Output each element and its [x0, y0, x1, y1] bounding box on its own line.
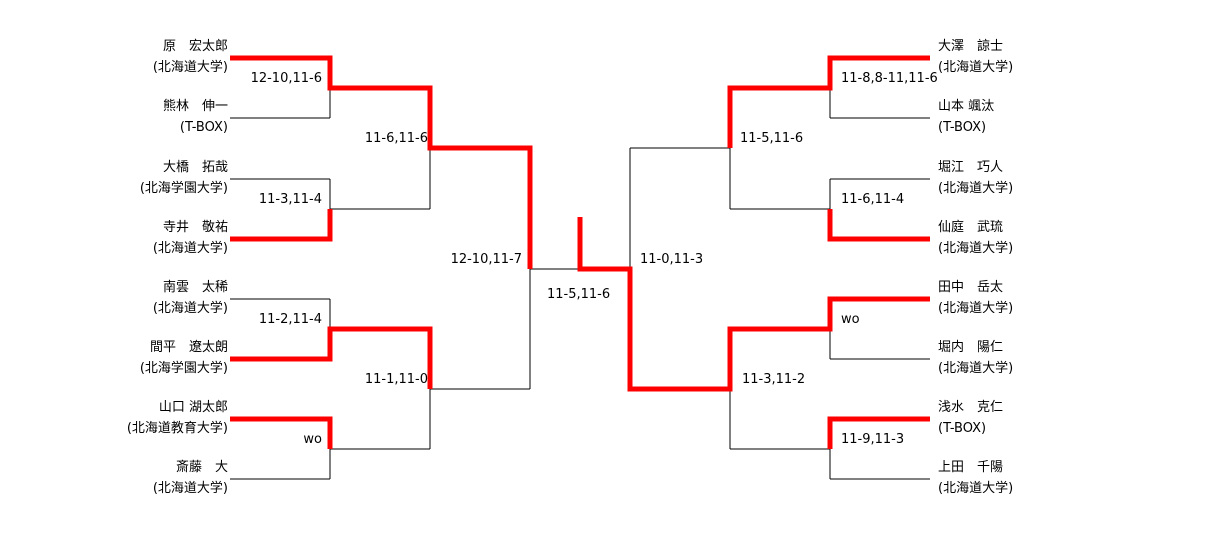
- match-score: 11-3,11-2: [742, 372, 806, 387]
- player-name: 山本 颯汰: [938, 99, 995, 114]
- player-entry: 堀江 巧人 (北海道大学): [938, 157, 1013, 199]
- player-name: 大澤 諒士: [938, 39, 1004, 54]
- player-affiliation: (北海道大学): [938, 241, 1014, 256]
- player-entry: 寺井 敬祐 (北海道大学): [153, 217, 228, 259]
- match-score: 11-0,11-3: [640, 252, 704, 267]
- player-entry: 斎藤 大 (北海道大学): [153, 457, 228, 499]
- match-score: 11-8,8-11,11-6: [841, 71, 938, 86]
- player-name: 田中 岳太: [938, 280, 1004, 295]
- match-score: 11-9,11-3: [841, 432, 905, 447]
- player-name: 堀江 巧人: [938, 160, 1004, 175]
- player-entry: 堀内 陽仁 (北海道大学): [938, 337, 1013, 379]
- player-entry: 上田 千陽 (北海道大学): [938, 457, 1013, 499]
- player-entry: 山口 湖太郎 (北海道教育大学): [127, 397, 228, 439]
- match-score: 11-1,11-0: [364, 372, 428, 387]
- player-affiliation: (北海道大学): [938, 181, 1014, 196]
- player-entry: 南雲 太稀 (北海道大学): [153, 277, 228, 319]
- player-entry: 田中 岳太 (北海道大学): [938, 277, 1013, 319]
- player-entry: 熊林 伸一 (T-BOX): [163, 96, 228, 138]
- player-name: 熊林 伸一: [162, 99, 228, 114]
- player-affiliation: (北海道大学): [152, 301, 228, 316]
- player-affiliation: (北海学園大学): [139, 361, 228, 376]
- player-entry: 間平 遼太朗 (北海学園大学): [140, 337, 228, 379]
- player-name: 原 宏太郎: [162, 39, 228, 54]
- player-name: 仙庭 武琉: [938, 220, 1004, 235]
- player-name: 大橋 拓哉: [162, 160, 228, 175]
- match-score: wo: [841, 312, 860, 327]
- player-affiliation: (北海道大学): [938, 60, 1014, 75]
- player-affiliation: (北海道教育大学): [126, 421, 228, 436]
- player-affiliation: (北海学園大学): [139, 181, 228, 196]
- player-name: 浅水 克仁: [938, 400, 1004, 415]
- player-affiliation: (北海道大学): [938, 481, 1014, 496]
- player-entry: 大橋 拓哉 (北海学園大学): [140, 157, 228, 199]
- player-affiliation: (北海道大学): [938, 301, 1014, 316]
- player-affiliation: (T-BOX): [938, 421, 987, 436]
- player-affiliation: (T-BOX): [179, 120, 228, 135]
- player-name: 寺井 敬祐: [162, 220, 228, 235]
- bracket-black-lines: [230, 88, 930, 480]
- player-entry: 浅水 克仁 (T-BOX): [938, 397, 1003, 439]
- match-score: 11-6,11-4: [841, 192, 905, 207]
- player-name: 間平 遼太朗: [149, 340, 228, 355]
- player-affiliation: (北海道大学): [938, 361, 1014, 376]
- match-score: 12-10,11-6: [250, 71, 322, 86]
- match-score: wo: [303, 432, 322, 447]
- player-entry: 大澤 諒士 (北海道大学): [938, 36, 1013, 78]
- player-affiliation: (北海道大学): [152, 60, 228, 75]
- player-name: 上田 千陽: [938, 460, 1004, 475]
- champion-path: [577, 217, 930, 392]
- player-affiliation: (北海道大学): [152, 241, 228, 256]
- player-name: 堀内 陽仁: [938, 340, 1004, 355]
- player-name: 南雲 太稀: [162, 280, 228, 295]
- player-name: 斎藤 大: [175, 460, 228, 475]
- match-score: 12-10,11-7: [450, 252, 522, 267]
- player-entry: 原 宏太郎 (北海道大学): [153, 36, 228, 78]
- match-score: 11-3,11-4: [258, 192, 322, 207]
- winner-paths: [230, 55, 930, 449]
- final-score: 11-5,11-6: [547, 287, 611, 302]
- player-affiliation: (北海道大学): [152, 481, 228, 496]
- match-score: 11-2,11-4: [258, 312, 322, 327]
- player-affiliation: (T-BOX): [938, 120, 987, 135]
- player-name: 山口 湖太郎: [158, 400, 228, 415]
- match-score: 11-5,11-6: [740, 131, 804, 146]
- player-entry: 仙庭 武琉 (北海道大学): [938, 217, 1013, 259]
- player-entry: 山本 颯汰 (T-BOX): [938, 96, 994, 138]
- match-score: 11-6,11-6: [364, 131, 428, 146]
